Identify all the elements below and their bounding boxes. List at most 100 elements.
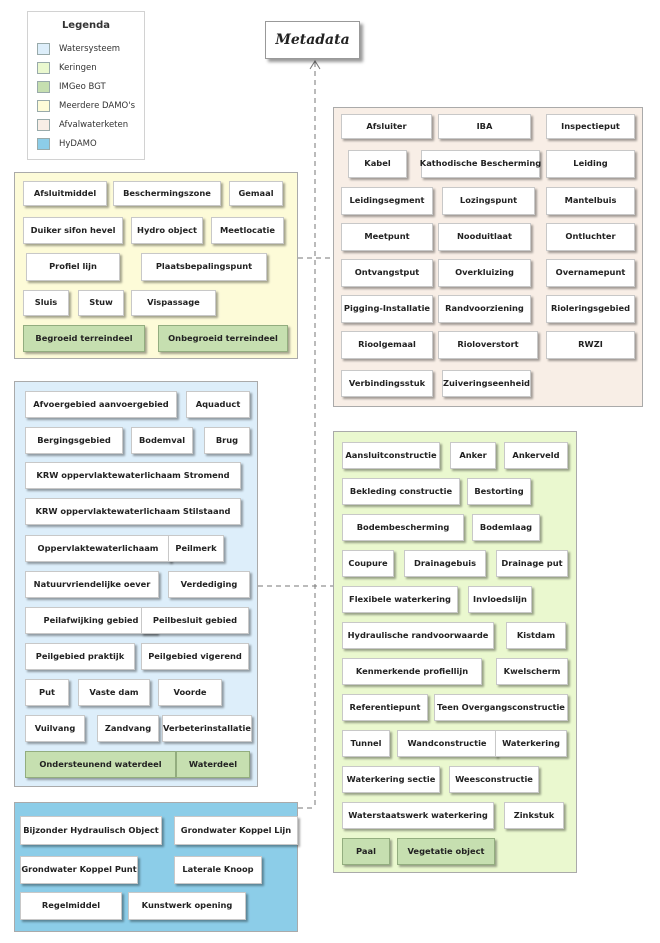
class-box-waste[interactable]: Kathodische Bescherming (420, 150, 541, 178)
class-box-waste[interactable]: Leidingsegment (341, 187, 433, 215)
class-box-keringen[interactable]: Bodembescherming (342, 514, 464, 541)
class-box-waste[interactable]: Leiding (546, 150, 635, 178)
class-box-water[interactable]: Peilgebied vigerend (141, 643, 249, 670)
class-box-waste[interactable]: IBA (438, 114, 531, 139)
class-box-waste[interactable]: Verbindingsstuk (341, 370, 433, 397)
class-box-hydamo[interactable]: Laterale Knoop (174, 856, 262, 884)
class-box-keringen[interactable]: Drainagebuis (404, 550, 486, 577)
class-box-multi[interactable]: Plaatsbepalingspunt (141, 253, 267, 281)
class-box-keringen[interactable]: Coupure (342, 550, 394, 577)
class-box-water[interactable]: Ondersteunend waterdeel (25, 751, 176, 778)
class-box-multi[interactable]: Vispassage (131, 290, 216, 316)
class-box-keringen[interactable]: Vegetatie object (397, 838, 495, 865)
class-box-water[interactable]: Voorde (158, 679, 222, 706)
class-box-waste[interactable]: Meetpunt (341, 223, 433, 251)
class-box-water[interactable]: Afvoergebied aanvoergebied (25, 391, 177, 418)
class-box-waste[interactable]: Overnamepunt (546, 259, 635, 287)
class-box-water[interactable]: Bergingsgebied (25, 427, 123, 454)
class-box-keringen[interactable]: Waterkering (495, 730, 567, 757)
class-box-multi[interactable]: Hydro object (131, 217, 203, 244)
class-box-waste[interactable]: Rioolgemaal (341, 331, 433, 359)
class-box-water[interactable]: Oppervlaktewaterlichaam (25, 535, 171, 562)
class-box-keringen[interactable]: Tunnel (342, 730, 390, 757)
class-box-multi[interactable]: Duiker sifon hevel (23, 217, 123, 244)
class-box-keringen[interactable]: Kenmerkende profiellijn (342, 658, 482, 685)
class-box-multi[interactable]: Gemaal (229, 181, 283, 206)
class-box-multi[interactable]: Sluis (23, 290, 69, 316)
class-box-waste[interactable]: Pigging-Installatie (341, 295, 433, 323)
class-box-water[interactable]: Bodemval (131, 427, 193, 454)
class-box-keringen[interactable]: Paal (342, 838, 390, 865)
class-box-waste[interactable]: Zuiveringseenheid (442, 370, 531, 397)
class-box-waste[interactable]: Nooduitlaat (438, 223, 531, 251)
class-box-multi[interactable]: Begroeid terreindeel (23, 325, 145, 352)
class-box-keringen[interactable]: Bestorting (467, 478, 531, 505)
class-box-water[interactable]: Waterdeel (176, 751, 250, 778)
class-box-water[interactable]: Peilbesluit gebied (141, 607, 249, 634)
legend-label: IMGeo BGT (59, 82, 106, 92)
class-box-waste[interactable]: Overkluizing (438, 259, 531, 287)
class-box-hydamo[interactable]: Grondwater Koppel Punt (20, 856, 138, 884)
class-box-keringen[interactable]: Waterkering sectie (342, 766, 440, 793)
class-box-multi[interactable]: Afsluitmiddel (23, 181, 107, 206)
class-box-multi[interactable]: Profiel lijn (26, 253, 120, 281)
class-box-multi[interactable]: Beschermingszone (113, 181, 221, 206)
class-box-keringen[interactable]: Drainage put (496, 550, 568, 577)
class-box-waste[interactable]: RWZI (546, 331, 635, 359)
class-box-keringen[interactable]: Waterstaatswerk waterkering (342, 802, 494, 829)
class-box-hydamo[interactable]: Bijzonder Hydraulisch Object (20, 816, 162, 845)
class-box-water[interactable]: Vuilvang (25, 715, 85, 742)
class-box-hydamo[interactable]: Kunstwerk opening (128, 892, 246, 920)
class-box-hydamo[interactable]: Regelmiddel (20, 892, 122, 920)
legend-label: Meerdere DAMO's (59, 101, 136, 111)
class-box-waste[interactable]: Ontvangstput (341, 259, 433, 287)
class-box-keringen[interactable]: Aansluitconstructie (342, 442, 440, 469)
class-box-waste[interactable]: Inspectieput (546, 114, 635, 139)
class-box-waste[interactable]: Ontluchter (546, 223, 635, 251)
class-box-water[interactable]: KRW oppervlaktewaterlichaam Stromend (25, 462, 241, 489)
class-box-water[interactable]: Peilmerk (168, 535, 224, 562)
class-box-multi[interactable]: Meetlocatie (211, 217, 284, 244)
class-box-keringen[interactable]: Bodemlaag (472, 514, 540, 541)
class-box-water[interactable]: Aquaduct (186, 391, 250, 418)
class-box-water[interactable]: KRW oppervlaktewaterlichaam Stilstaand (25, 498, 241, 525)
class-box-waste[interactable]: Lozingspunt (442, 187, 535, 215)
class-box-water[interactable]: Brug (204, 427, 250, 454)
metadata-arrowhead (309, 60, 321, 70)
class-box-hydamo[interactable]: Grondwater Koppel Lijn (174, 816, 298, 845)
class-box-keringen[interactable]: Kistdam (506, 622, 566, 649)
class-box-keringen[interactable]: Weesconstructie (449, 766, 539, 793)
class-box-water[interactable]: Zandvang (97, 715, 159, 742)
class-box-waste[interactable]: Afsluiter (341, 114, 432, 139)
class-box-keringen[interactable]: Bekleding constructie (342, 478, 460, 505)
class-box-keringen[interactable]: Invloedslijn (468, 586, 532, 613)
class-box-keringen[interactable]: Referentiepunt (342, 694, 428, 721)
class-box-keringen[interactable]: Flexibele waterkering (342, 586, 458, 613)
class-box-waste[interactable]: Rioleringsgebied (546, 295, 635, 323)
class-box-keringen[interactable]: Hydraulische randvoorwaarde (342, 622, 494, 649)
class-box-water[interactable]: Natuurvriendelijke oever (25, 571, 159, 598)
class-box-keringen[interactable]: Wandconstructie (397, 730, 497, 757)
class-box-keringen[interactable]: Kwelscherm (496, 658, 568, 685)
class-box-water[interactable]: Verbeterinstallatie (162, 715, 252, 742)
class-box-water[interactable]: Vaste dam (78, 679, 150, 706)
class-box-waste[interactable]: Mantelbuis (546, 187, 635, 215)
class-box-keringen[interactable]: Teen Overgangsconstructie (434, 694, 568, 721)
legend-swatch (37, 100, 50, 112)
class-box-multi[interactable]: Stuw (78, 290, 124, 316)
class-box-water[interactable]: Put (25, 679, 69, 706)
class-box-keringen[interactable]: Zinkstuk (504, 802, 564, 829)
legend-label: Afvalwaterketen (59, 120, 129, 130)
class-box-keringen[interactable]: Ankerveld (504, 442, 568, 469)
class-box-multi[interactable]: Onbegroeid terreindeel (158, 325, 288, 352)
class-box-waste[interactable]: Kabel (348, 150, 407, 178)
class-box-water[interactable]: Verdediging (168, 571, 250, 598)
class-box-waste[interactable]: Randvoorziening (438, 295, 531, 323)
class-box-keringen[interactable]: Anker (450, 442, 496, 469)
class-box-water[interactable]: Peilgebied praktijk (25, 643, 135, 670)
class-box-water[interactable]: Peilafwijking gebied (25, 607, 157, 634)
legend-swatch (37, 138, 50, 150)
metadata-box[interactable]: Metadata (265, 21, 360, 59)
class-box-waste[interactable]: Rioloverstort (438, 331, 538, 359)
